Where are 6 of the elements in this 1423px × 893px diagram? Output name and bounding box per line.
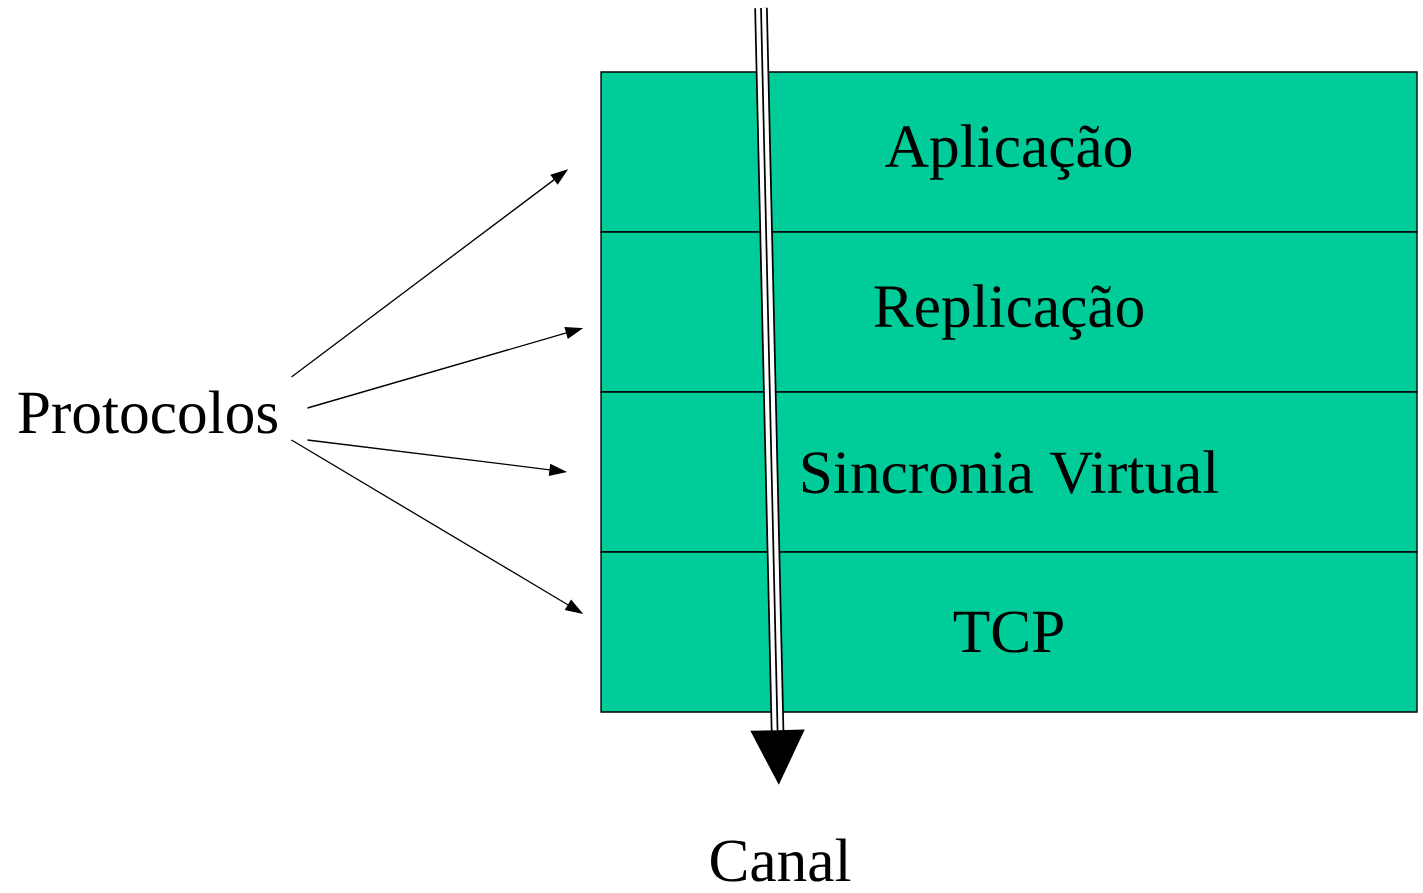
label-text: Canal [711, 838, 851, 882]
label-text: Protocolos [18, 390, 277, 434]
layer-box: Replicação [600, 231, 1418, 393]
layer-box: Sincronia Virtual [600, 391, 1418, 553]
layer-box: Aplicação [600, 71, 1418, 233]
layer-box: TCP [600, 551, 1418, 713]
